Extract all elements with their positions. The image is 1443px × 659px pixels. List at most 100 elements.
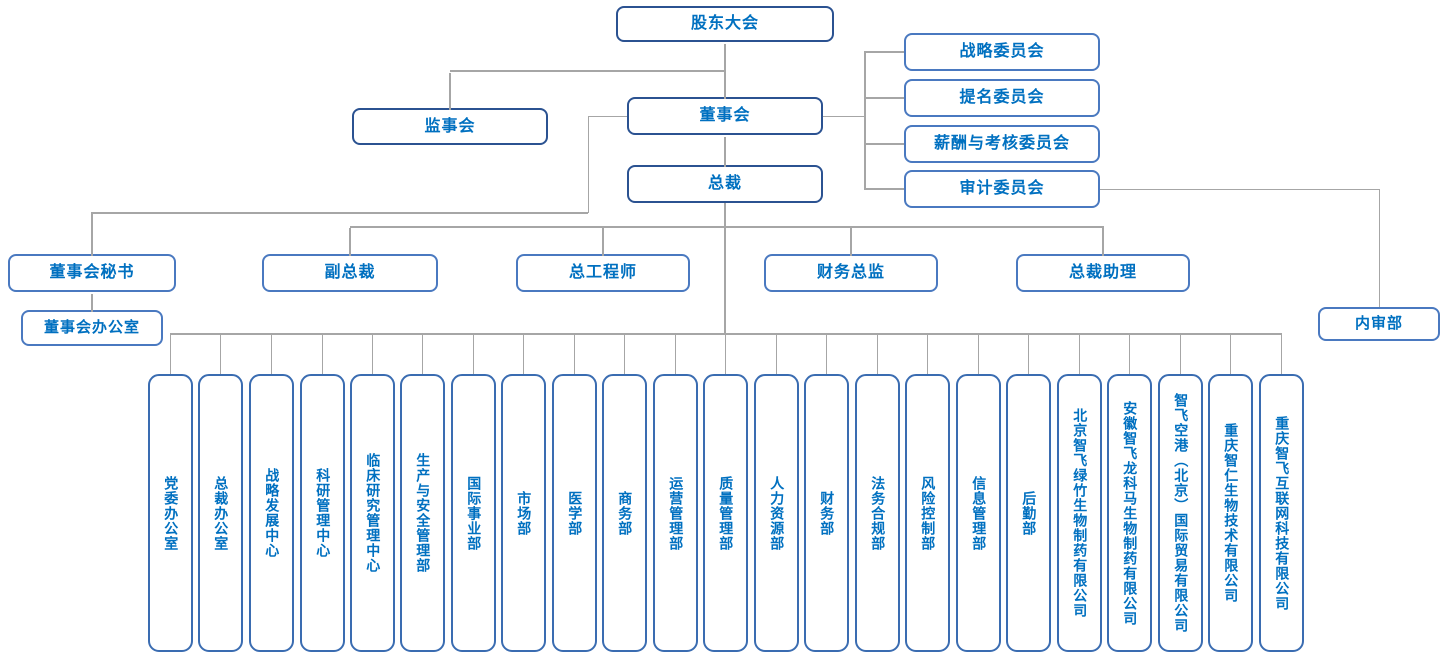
connector-line [864,51,904,53]
node-vice-president: 副总裁 [262,228,438,292]
connector-line [623,333,626,374]
dept-label: 财务部 [819,490,836,536]
dept-label: 市场部 [516,490,533,536]
connector-line [850,228,852,256]
dept-box-finance: 财务部 [804,333,849,652]
connector-line [1378,188,1380,308]
dept-box-clinical-research-center: 临床研究管理中心 [350,333,395,652]
node-label: 战略委员会 [959,43,1045,61]
connector-line [421,333,424,374]
node-label: 股东大会 [690,15,759,33]
dept-label: 战略发展中心 [264,468,281,558]
node-label: 董事会办公室 [43,318,140,336]
dept-box-legal-compliance: 法务合规部 [855,333,900,652]
node-board-secretary: 董事会秘书 [8,214,176,292]
connector-line [573,333,576,374]
subsidiary-box-beijing-lvzhu: 北京智飞绿竹生物制药有限公司 [1057,333,1102,652]
connector-line [1100,188,1380,190]
dept-box-commerce: 商务部 [602,333,647,652]
connector-line [91,212,588,214]
dept-box-medical: 医学部 [552,333,597,652]
node-label: 财务总监 [816,264,885,282]
connector-line [349,228,351,256]
node-board-office: 董事会办公室 [21,294,163,346]
connector-line [350,226,1104,228]
node-shareholders-meeting: 股东大会 [616,6,834,42]
connector-line [977,333,980,374]
connector-line [169,333,172,374]
node-president-assistant: 总裁助理 [1016,228,1190,292]
node-label: 监事会 [424,117,476,135]
connector-line [864,97,904,99]
connector-line [724,203,726,334]
connector-line [823,115,865,117]
connector-line [270,333,273,374]
connector-line [91,294,93,312]
connector-line [1280,333,1283,374]
dept-label: 党委办公室 [163,475,180,551]
dept-label: 安徽智飞龙科马生物制药有限公司 [1122,400,1139,626]
dept-label: 商务部 [617,490,634,536]
connector-line [321,333,324,374]
connector-line [864,51,866,190]
node-internal-audit: 内审部 [1318,307,1440,341]
dept-label: 运营管理部 [668,475,685,551]
dept-box-production-safety: 生产与安全管理部 [400,333,445,652]
connector-line [926,333,929,374]
connector-line [1179,333,1182,374]
connector-line [449,73,451,110]
dept-box-party-committee-office: 党委办公室 [148,333,193,652]
dept-box-operations-management: 运营管理部 [653,333,698,652]
dept-box-international-business: 国际事业部 [451,333,496,652]
dept-label: 北京智飞绿竹生物制药有限公司 [1072,408,1089,618]
dept-box-marketing: 市场部 [501,333,546,652]
connector-line [775,333,778,374]
subsidiary-box-chongqing-zhiren: 重庆智仁生物技术有限公司 [1208,333,1253,652]
dept-label: 重庆智飞互联网科技有限公司 [1274,415,1291,611]
dept-label: 智飞空港（北京）国际贸易有限公司 [1173,393,1190,633]
dept-box-logistics: 后勤部 [1006,333,1051,652]
dept-box-human-resources: 人力资源部 [754,333,799,652]
dept-label: 生产与安全管理部 [415,453,432,573]
node-label: 董事会秘书 [49,264,135,282]
dept-label: 科研管理中心 [315,468,332,558]
connector-line [91,214,93,256]
connector-line [1128,333,1131,374]
connector-line [724,44,726,99]
dept-label: 人力资源部 [769,475,786,551]
connector-line [876,333,879,374]
node-label: 提名委员会 [959,89,1045,107]
dept-label: 信息管理部 [971,475,988,551]
node-supervisory-board: 监事会 [352,73,548,145]
dept-label: 后勤部 [1021,490,1038,536]
subsidiary-box-zhifei-airport-trade: 智飞空港（北京）国际贸易有限公司 [1158,333,1203,652]
dept-label: 风险控制部 [920,475,937,551]
connector-line [450,70,725,72]
connector-line [864,143,904,145]
dept-label: 法务合规部 [870,475,887,551]
node-label: 内审部 [1354,314,1403,332]
connector-line [674,333,677,374]
connector-line [602,228,604,256]
connector-line [1102,228,1104,256]
dept-label: 医学部 [567,490,584,536]
node-label: 副总裁 [324,264,376,282]
connector-line [864,188,904,190]
dept-box-president-office: 总裁办公室 [198,333,243,652]
dept-box-research-management-center: 科研管理中心 [300,333,345,652]
dept-label: 国际事业部 [466,475,483,551]
dept-box-strategy-development-center: 战略发展中心 [249,333,294,652]
connector-line [522,333,525,374]
node-committee-remuneration: 薪酬与考核委员会 [864,125,1100,163]
connector-line [825,333,828,374]
dept-box-quality-management: 质量管理部 [703,333,748,652]
node-board-of-directors: 董事会 [627,44,823,135]
dept-label: 临床研究管理中心 [365,453,382,573]
connector-line [1027,333,1030,374]
subsidiary-box-anhui-longcom: 安徽智飞龙科马生物制药有限公司 [1107,333,1152,652]
node-committee-audit: 审计委员会 [864,170,1100,208]
connector-line [588,115,627,117]
node-committee-strategy: 战略委员会 [864,33,1100,71]
connector-line [1229,333,1232,374]
